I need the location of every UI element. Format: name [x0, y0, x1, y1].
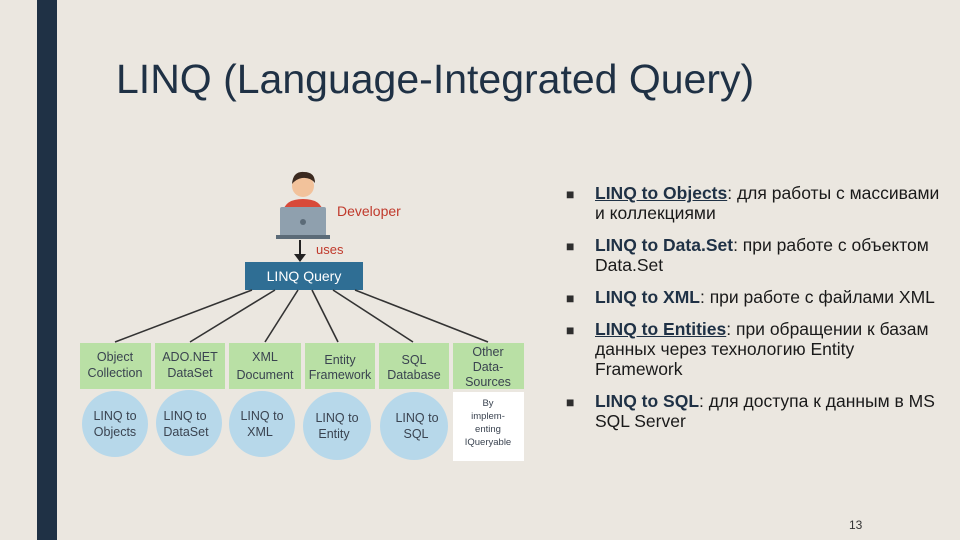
- title-rest: (Language-Integrated Query): [211, 56, 755, 102]
- bullet-linq-to-entities: ■ LINQ to Entities: при обращении к база…: [566, 319, 946, 379]
- bullet-marker: ■: [566, 186, 575, 202]
- source-label-0-line1: Object: [97, 350, 134, 364]
- provider-label-4-line2: SQL: [403, 427, 428, 441]
- query-connectors: [114, 289, 489, 343]
- provider-circle-entity: [303, 392, 371, 460]
- bullet-marker: ■: [566, 322, 575, 338]
- bullet-linq-to-sql: ■ LINQ to SQL: для доступа к данным в MS…: [566, 391, 946, 431]
- source-box-adonet-dataset: [155, 343, 225, 389]
- provider-circle-dataset: [156, 390, 222, 456]
- developer-icon: [276, 171, 330, 239]
- slide-title: LINQ (Language-Integrated Query): [116, 56, 754, 103]
- provider-circle-objects: [82, 391, 148, 457]
- bullet-linq-to-xml: ■ LINQ to XML: при работе с файлами XML: [566, 287, 946, 307]
- linq-query-box: [245, 262, 363, 290]
- bullet-linq-to-objects: ■ LINQ to Objects: для работы с массивам…: [566, 183, 946, 223]
- bullet-term: LINQ to SQL: [595, 391, 700, 411]
- source-label-5-line3: Sources: [465, 375, 511, 389]
- source-box-entity-framework: [305, 343, 375, 389]
- bullet-marker: ■: [566, 238, 575, 254]
- provider-circles: [82, 390, 448, 460]
- bullet-text: : при работе с объектом Data.Set: [595, 235, 929, 275]
- source-box-sql-database: [379, 343, 449, 389]
- provider-label-2-line1: LINQ to: [240, 409, 283, 423]
- bullet-list: ■ LINQ to Objects: для работы с массивам…: [566, 183, 946, 443]
- provider-label-1-line2: DataSet: [163, 425, 209, 439]
- bullet-text: : для работы с массивами и коллекциями: [595, 183, 940, 223]
- source-box-other-data-sources: [453, 343, 524, 389]
- linq-query-label: LINQ Query: [267, 268, 342, 284]
- custom-provider-line2: implem-: [471, 411, 505, 422]
- source-label-1-line1: ADO.NET: [162, 350, 218, 364]
- source-label-2-line1: XML: [252, 350, 278, 364]
- sidebar-accent-bar: [37, 0, 57, 540]
- source-label-0-line2: Collection: [88, 366, 143, 380]
- source-box-object-collection: [80, 343, 151, 389]
- source-label-4-line2: Database: [387, 368, 441, 382]
- provider-circle-xml: [229, 391, 295, 457]
- custom-provider-line4: IQueryable: [465, 437, 511, 448]
- source-label-5-line1: Other: [472, 345, 503, 359]
- bullet-marker: ■: [566, 290, 575, 306]
- source-label-3-line1: Entity: [324, 353, 356, 367]
- bullet-text: : при обращении к базам данных через тех…: [595, 319, 929, 379]
- source-label-3-line2: Framework: [309, 368, 372, 382]
- uses-label: uses: [316, 242, 344, 257]
- bullet-text: : для доступа к данным в MS SQL Server: [595, 391, 935, 431]
- provider-circle-sql: [380, 392, 448, 460]
- source-label-4-line1: SQL: [401, 353, 426, 367]
- page-number: 13: [849, 518, 863, 532]
- provider-box-iqueryable: [453, 392, 524, 461]
- developer-label: Developer: [337, 203, 401, 219]
- provider-label-3-line2: Entity: [318, 427, 350, 441]
- uses-arrow-head: [294, 254, 306, 262]
- bullet-term-link[interactable]: LINQ to Entities: [595, 319, 727, 339]
- provider-label-0-line1: LINQ to: [93, 409, 136, 423]
- custom-provider-line3: enting: [475, 424, 501, 435]
- provider-label-1-line1: LINQ to: [163, 409, 206, 423]
- provider-label-4-line1: LINQ to: [395, 411, 438, 425]
- source-label-1-line2: DataSet: [167, 366, 213, 380]
- bullet-term-link[interactable]: LINQ to Objects: [595, 183, 728, 203]
- bullet-text: : при работе с файлами XML: [699, 287, 935, 307]
- title-main: LINQ: [116, 56, 212, 102]
- bullet-linq-to-dataset: ■ LINQ to Data.Set: при работе с объекто…: [566, 235, 946, 275]
- provider-label-2-line2: XML: [247, 425, 273, 439]
- custom-provider-line1: By: [482, 398, 493, 409]
- data-source-boxes: [80, 343, 524, 389]
- source-label-5-line2: Data-: [473, 360, 504, 374]
- source-box-xml-document: [229, 343, 301, 389]
- provider-label-0-line2: Objects: [94, 425, 136, 439]
- provider-label-3-line1: LINQ to: [315, 411, 358, 425]
- bullet-term: LINQ to XML: [595, 287, 700, 307]
- bullet-term: LINQ to Data.Set: [595, 235, 734, 255]
- bullet-marker: ■: [566, 394, 575, 410]
- source-label-2-line2: Document: [237, 368, 294, 382]
